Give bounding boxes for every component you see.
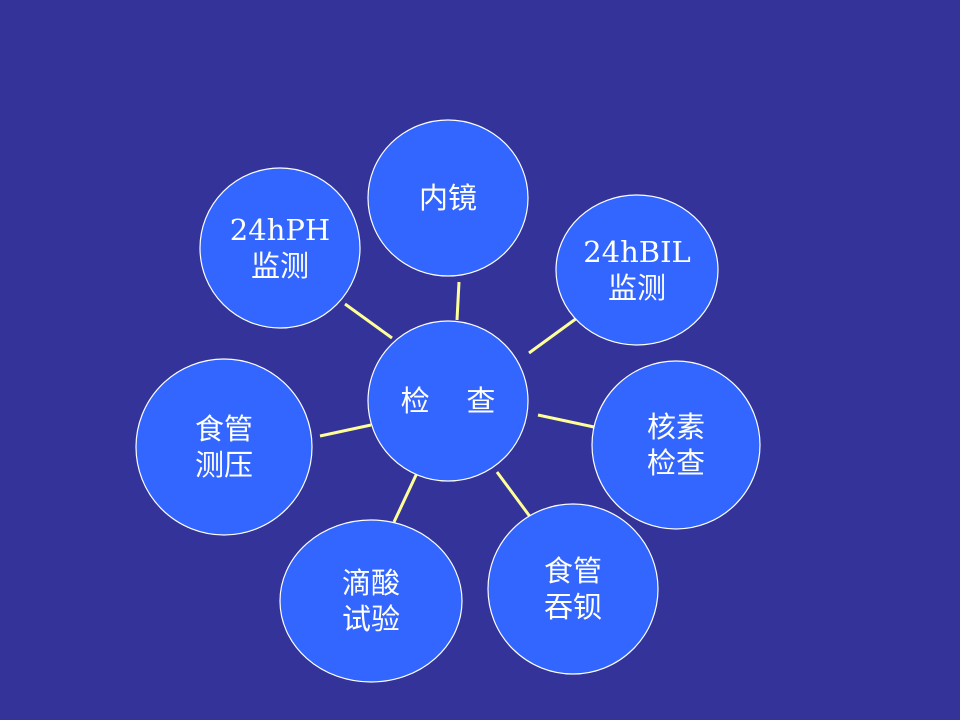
acid-drip-circle [279, 519, 463, 683]
connector-endoscopy [455, 281, 461, 321]
connector-barium [495, 471, 533, 519]
connector-nuclide [537, 413, 595, 429]
center-circle [367, 320, 529, 482]
24h-ph-circle [199, 167, 361, 329]
endoscopy-label-line-1: 内镜 [419, 181, 477, 215]
endoscopy-circle [367, 119, 529, 277]
node-endoscopy: 内镜 [367, 119, 529, 277]
connector-24h-bil [528, 316, 578, 355]
manometry-label-line-1: 食管 [195, 412, 253, 446]
24h-ph-label-line-2: 监测 [251, 249, 309, 283]
barium-label-line-2: 吞钡 [544, 590, 602, 624]
nuclide-label-line-2: 检查 [647, 446, 705, 480]
manometry-circle [135, 358, 313, 536]
connector-acid-drip [392, 472, 419, 523]
manometry-label-line-2: 测压 [195, 448, 253, 482]
nuclide-label-line-1: 核素 [647, 410, 705, 444]
barium-circle [487, 503, 659, 675]
24h-bil-label-line-2: 监测 [608, 271, 666, 305]
center-node: 检 查 [367, 320, 529, 482]
connector-24h-ph [344, 302, 393, 340]
center-label-line-1: 检 查 [401, 384, 496, 418]
nuclide-circle [591, 360, 761, 530]
24h-ph-label-line-1: 24hPH [230, 213, 330, 247]
24h-bil-label-line-1: 24hBIL [583, 235, 691, 269]
connector-group [319, 281, 595, 523]
barium-label-line-1: 食管 [544, 554, 602, 588]
24h-bil-circle [555, 194, 719, 346]
connector-manometry [319, 423, 372, 438]
acid-drip-label-line-1: 滴酸 [342, 566, 400, 600]
acid-drip-label-line-2: 试验 [342, 602, 400, 636]
